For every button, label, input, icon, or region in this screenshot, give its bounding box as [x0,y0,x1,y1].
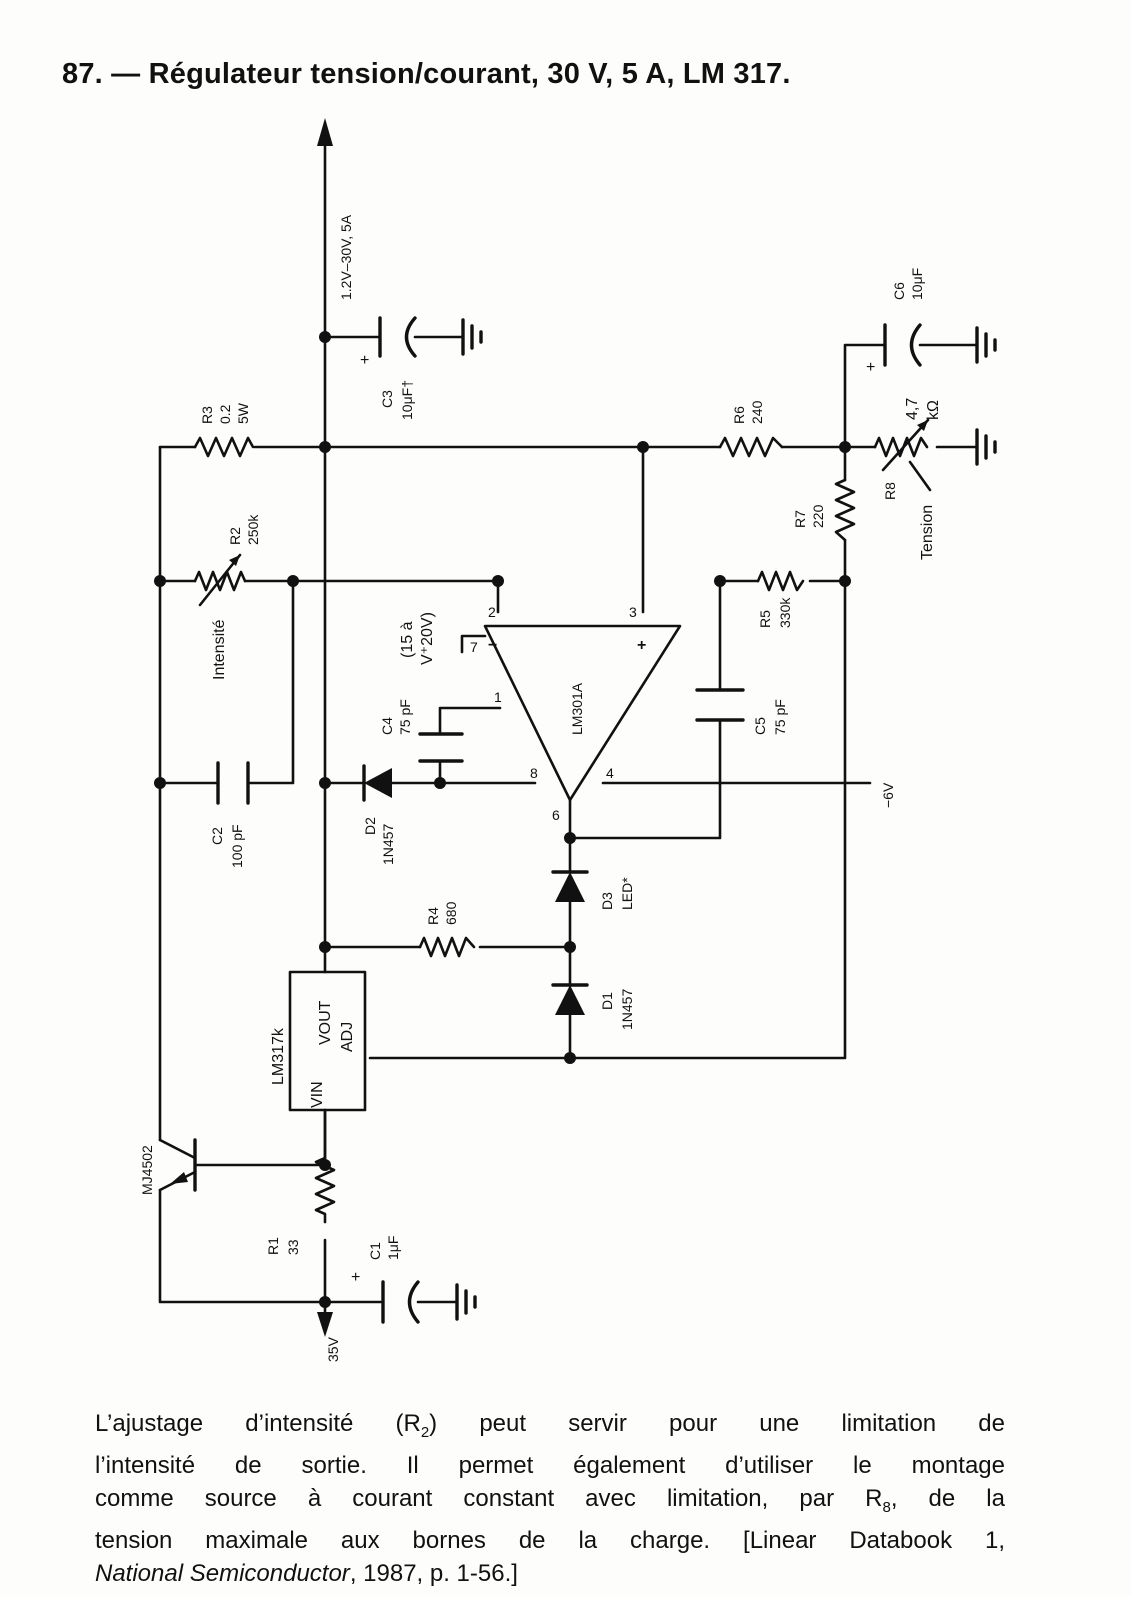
r6-value: 240 [749,400,765,424]
c1-polarity: + [351,1269,360,1286]
r4-value: 680 [443,901,459,925]
r8-ref: R8 [882,482,898,500]
resistor-r4: R4 680 [418,901,476,958]
capacitor-c6: + C6 10μF [866,268,925,376]
d3-ref: D3 [599,892,615,910]
vin-wire [193,1108,327,1167]
diode-d3: D3 LED* [551,870,635,910]
d3-value: LED* [619,877,635,910]
r7-ref: R7 [792,510,808,528]
pin-8: 8 [530,765,538,781]
c4-value: 75 pF [397,699,413,735]
vplus-label-a: (15 à [399,621,416,658]
r1-ref: R1 [265,1237,281,1255]
r3-ref: R3 [199,406,215,424]
c6-polarity: + [866,359,875,376]
q1-label: MJ4502 [139,1145,155,1195]
resistor-r2: R2 250k Intensité [193,514,261,680]
lm317-vout: VOUT [317,1000,334,1045]
pin-2: 2 [488,604,496,620]
r7-value: 220 [810,504,826,528]
regulator-lm317k: LM317k VIN VOUT ADJ [270,970,367,1112]
transistor-mj4502: MJ4502 [139,1138,197,1195]
pin-1: 1 [494,689,502,705]
lm317-name: LM317k [270,1027,287,1085]
c1-ref: C1 [367,1242,383,1260]
c2-ref: C2 [209,827,225,845]
pin-7: 7 [470,639,478,655]
r3-value2: 5W [235,402,251,424]
resistor-r3: R3 0.2 5W [193,402,255,458]
c2-value: 100 pF [229,824,245,868]
label-intensite: Intensité [211,619,228,680]
opamp-name: LM301A [569,682,585,735]
page-title: 87. — Régulateur tension/courant, 30 V, … [62,58,791,90]
c5-value: 75 pF [772,699,788,735]
capacitor-c2: C2 100 pF [209,761,250,868]
r4-ref: R4 [425,907,441,925]
lm317-adj: ADJ [339,1022,356,1052]
c4-ref: C4 [379,717,395,735]
capacitor-c4: C4 75 pF [379,699,464,763]
junctions [154,331,851,1308]
c6-ref: C6 [891,282,907,300]
r8-value2: kΩ [925,400,942,420]
r5-value: 330k [777,597,793,628]
resistor-r7: R7 220 [792,478,856,542]
capacitor-c1: + C1 1μF [323,1236,459,1324]
output-label: 1.2V–30V, 5A [338,214,354,300]
resistor-r6: R6 240 [718,400,784,458]
ground-symbols [455,318,997,1321]
diode-d2: D2 1N457 [362,764,396,865]
r6-ref: R6 [731,406,747,424]
r1-value: 33 [285,1239,301,1255]
caption-line-4: tension maximale aux bornes de la charge… [95,1526,1005,1554]
opamp-plus: + [637,637,646,654]
input-label: 35V [325,1336,341,1362]
c1-value: 1μF [385,1236,401,1260]
d2-ref: D2 [362,817,378,835]
caption-line-5: National Semiconductor, 1987, p. 1-56.] [95,1559,518,1587]
opamp-lm301a: − + 2 3 7 1 8 4 6 LM301A (15 à V⁺20V) [399,604,682,823]
capacitor-c5: C5 75 pF [695,688,788,735]
r2-value: 250k [245,514,261,545]
resistor-r1: R1 33 [265,1148,336,1255]
c5-ref: C5 [752,717,768,735]
pin-6: 6 [552,807,560,823]
label-tension: Tension [919,505,936,560]
d2-value: 1N457 [380,824,396,865]
caption-line-3: comme source à courant constant avec lim… [95,1484,1005,1516]
c3-polarity: + [360,352,369,369]
c3-value: 10μF† [399,380,415,420]
d1-value: 1N457 [619,989,635,1030]
diode-d1: D1 1N457 [551,983,635,1030]
d1-ref: D1 [599,992,615,1010]
c3-ref: C3 [379,390,395,408]
c6-value: 10μF [909,268,925,300]
capacitor-c3: + C3 10μF† [360,316,417,420]
r2-ref: R2 [227,527,243,545]
opamp-minus: − [488,637,497,654]
caption-line-2: l’intensité de sortie. Il permet égaleme… [95,1451,1005,1479]
r8-value: 4,7 [904,398,921,420]
resistor-r8: R8 4,7 kΩ Tension [873,398,942,560]
neg-supply-label: −6V [880,782,896,808]
r5-ref: R5 [757,610,773,628]
vplus-label-b: V⁺20V) [419,612,436,665]
caption-line-1: L’ajustage d’intensité (R2) peut servir … [95,1410,1005,1441]
pin-3: 3 [629,604,637,620]
lm317-vin: VIN [309,1081,326,1108]
resistor-r5: R5 330k [756,570,805,628]
r3-value: 0.2 [217,404,233,424]
pin-4: 4 [606,765,614,781]
caption: L’ajustage d’intensité (R2) peut servir … [95,1407,1005,1590]
